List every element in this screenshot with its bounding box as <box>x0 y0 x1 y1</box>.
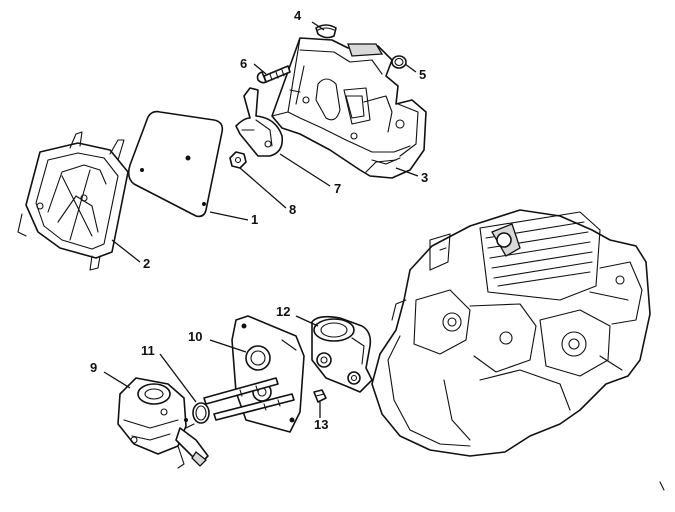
callout-6: 6 <box>240 56 247 71</box>
part-2-filter-frame[interactable] <box>17 131 129 271</box>
callout-12: 12 <box>276 304 290 319</box>
callout-1: 1 <box>251 212 258 227</box>
callout-13: 13 <box>314 417 328 432</box>
part-6-screw[interactable] <box>256 65 291 84</box>
part-12-intake-manifold[interactable] <box>311 315 373 393</box>
part-5-o-ring[interactable] <box>391 55 407 69</box>
callout-11: 11 <box>141 343 155 358</box>
part-1-filter-plate[interactable] <box>127 110 224 218</box>
callout-5: 5 <box>419 67 426 82</box>
callout-9: 9 <box>90 360 97 375</box>
part-13-screw[interactable] <box>313 389 327 403</box>
part-3-shroud[interactable] <box>271 37 427 179</box>
part-7-lever[interactable] <box>235 87 284 157</box>
part-8-nut[interactable] <box>229 151 247 169</box>
callout-4: 4 <box>294 8 302 23</box>
leader-lines <box>103 21 419 418</box>
callout-7: 7 <box>334 181 341 196</box>
part-9-carburetor[interactable] <box>117 377 209 469</box>
callout-8: 8 <box>289 202 296 217</box>
engine-block <box>371 209 665 491</box>
callout-2: 2 <box>143 256 150 271</box>
callout-3: 3 <box>421 170 428 185</box>
part-11-o-ring[interactable] <box>192 402 210 424</box>
part-10-adapter-plate[interactable] <box>203 315 305 433</box>
callout-10: 10 <box>188 329 202 344</box>
